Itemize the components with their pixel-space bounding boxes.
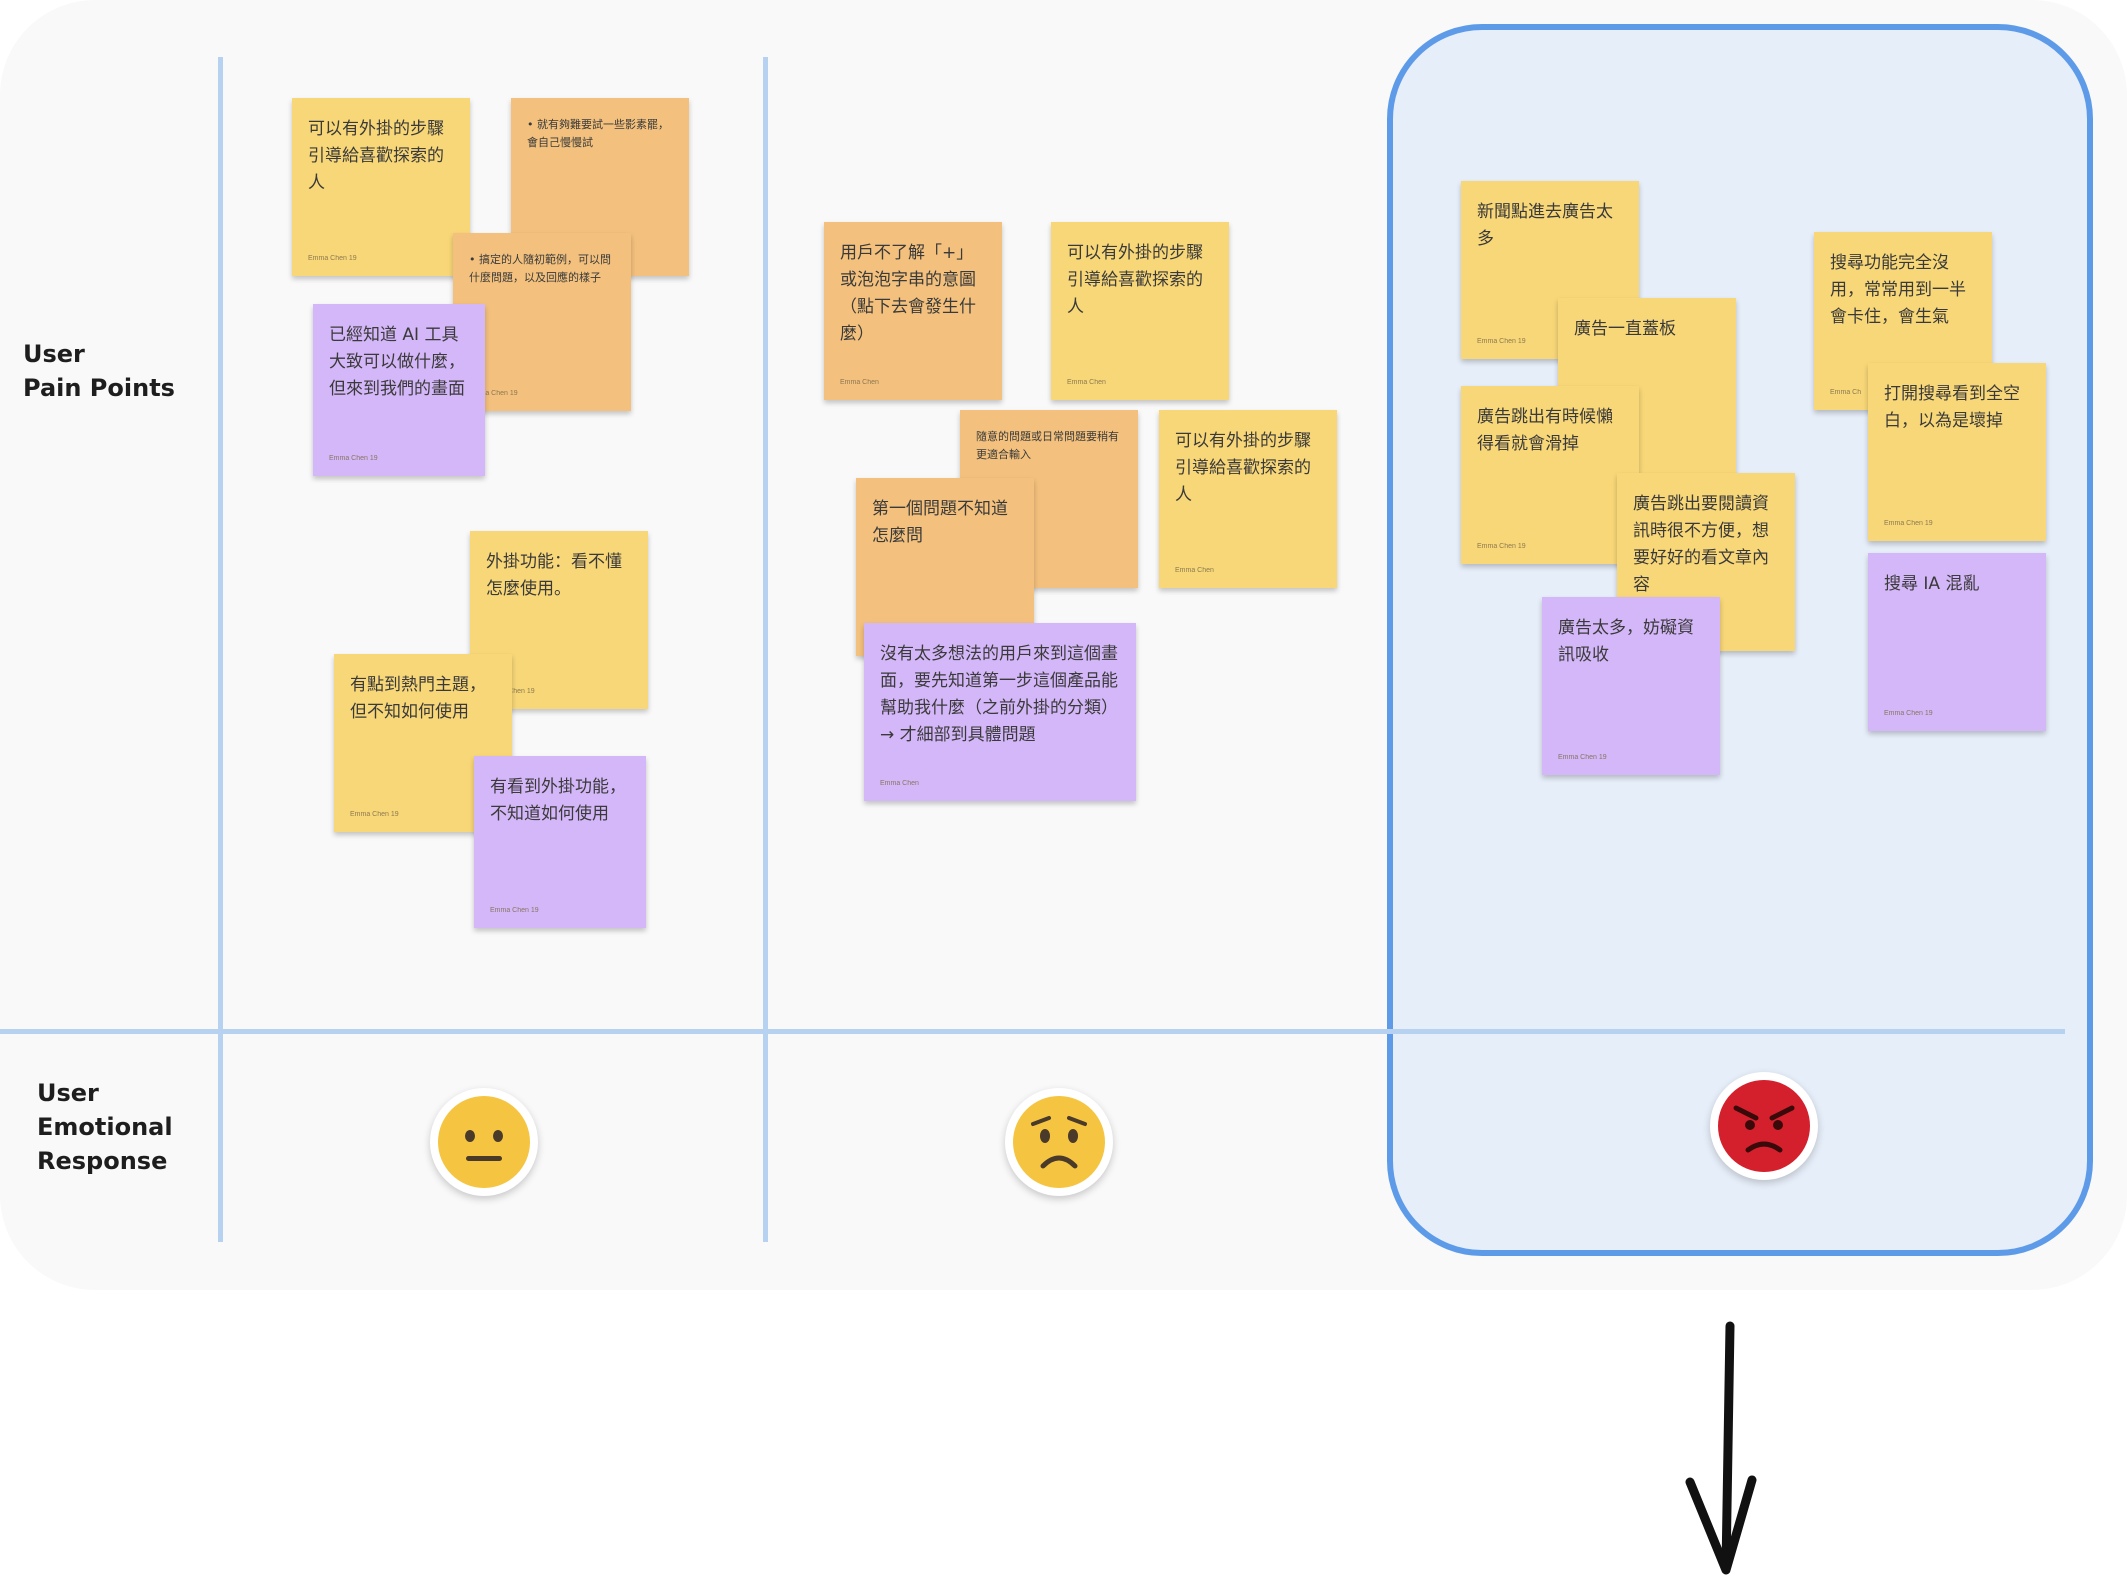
sticky-note-author: Emma Chen 19	[1884, 520, 1933, 527]
sticky-note[interactable]: 沒有太多想法的用戶來到這個畫面，要先知道第一步這個產品能幫助我什麼（之前外掛的分…	[864, 623, 1136, 801]
sticky-note-text: • 就有夠難要試一些影素罷，會自己慢慢試	[527, 118, 669, 149]
sticky-note-author: Emma Chen 19	[1884, 710, 1933, 717]
sticky-note-author: Emma Chen 19	[490, 907, 539, 914]
sticky-note-text: 可以有外掛的步驟引導給喜歡探索的人	[1175, 431, 1311, 505]
sticky-note[interactable]: 有看到外掛功能，不知道如何使用 Emma Chen 19	[474, 756, 646, 928]
sticky-note-author: Emma Chen	[840, 379, 879, 386]
sticky-note-author: Emma Ch	[1830, 389, 1862, 396]
sticky-note[interactable]: 廣告跳出有時候懶得看就會滑掉 Emma Chen 19	[1461, 386, 1639, 564]
sticky-note[interactable]: 用戶不了解「+」或泡泡字串的意圖（點下去會發生什麼） Emma Chen	[824, 222, 1002, 400]
sticky-note-author: Emma Chen 19	[469, 390, 518, 397]
sticky-note-text: 外掛功能：看不懂怎麼使用。	[486, 552, 622, 599]
sticky-note[interactable]: 有點到熱門主題，但不知如何使用 Emma Chen 19	[334, 654, 512, 832]
sticky-note-text: 廣告一直蓋板	[1574, 319, 1676, 339]
column-divider-2	[763, 57, 768, 1242]
row-label-pain-points: User Pain Points	[23, 340, 175, 402]
sticky-note-text: 打開搜尋看到全空白，以為是壞掉	[1884, 384, 2020, 431]
sticky-note-text: 用戶不了解「+」或泡泡字串的意圖（點下去會發生什麼）	[840, 243, 976, 344]
sticky-note-text: 已經知道 AI 工具大致可以做什麼，但來到我們的畫面	[329, 325, 465, 399]
sticky-note-text: • 搞定的人隨初範例，可以問什麼問題，以及回應的樣子	[469, 253, 611, 284]
sticky-note-text: 有看到外掛功能，不知道如何使用	[490, 777, 626, 824]
down-arrow-icon	[1685, 1321, 1757, 1575]
row-label-emotional-response: User Emotional Response	[37, 1079, 173, 1175]
sticky-note-author: Emma Chen 19	[1477, 338, 1526, 345]
sticky-note-author: Emma Chen 19	[1558, 754, 1607, 761]
sticky-note-text: 搜尋 IA 混亂	[1884, 574, 1980, 594]
sticky-note[interactable]: 可以有外掛的步驟引導給喜歡探索的人 Emma Chen 19	[292, 98, 470, 276]
worried-face-icon	[1005, 1088, 1113, 1196]
sticky-note-author: Emma Chen 19	[1477, 543, 1526, 550]
sticky-note-author: Emma Chen	[1175, 567, 1214, 574]
row-divider	[0, 1029, 2065, 1034]
sticky-note-text: 廣告跳出要閱讀資訊時很不方便，想要好好的看文章內容	[1633, 494, 1769, 595]
sticky-note-text: 有點到熱門主題，但不知如何使用	[350, 675, 486, 722]
sticky-note-text: 廣告跳出有時候懶得看就會滑掉	[1477, 407, 1613, 454]
sticky-note-text: 可以有外掛的步驟引導給喜歡探索的人	[1067, 243, 1203, 317]
sticky-note-text: 第一個問題不知道怎麼問	[872, 499, 1008, 546]
sticky-note-text: 搜尋功能完全沒用，常常用到一半會卡住，會生氣	[1830, 253, 1966, 327]
sticky-note-text: 新聞點進去廣告太多	[1477, 202, 1613, 249]
sticky-note-text: 沒有太多想法的用戶來到這個畫面，要先知道第一步這個產品能幫助我什麼（之前外掛的分…	[880, 644, 1118, 745]
angry-face-icon	[1710, 1072, 1818, 1180]
neutral-face-icon	[430, 1088, 538, 1196]
sticky-note-text: 廣告太多，妨礙資訊吸收	[1558, 618, 1694, 665]
sticky-note-text: 可以有外掛的步驟引導給喜歡探索的人	[308, 119, 444, 193]
sticky-note-author: Emma Chen 19	[350, 811, 399, 818]
sticky-note-author: Emma Chen	[1067, 379, 1106, 386]
column-divider-1	[218, 57, 223, 1242]
sticky-note[interactable]: 廣告太多，妨礙資訊吸收 Emma Chen 19	[1542, 597, 1720, 775]
sticky-note-author: Emma Chen 19	[308, 255, 357, 262]
sticky-note-author: Emma Chen	[880, 780, 919, 787]
sticky-note[interactable]: 可以有外掛的步驟引導給喜歡探索的人 Emma Chen	[1159, 410, 1337, 588]
sticky-note[interactable]: 搜尋 IA 混亂 Emma Chen 19	[1868, 553, 2046, 731]
sticky-note-author: Emma Chen 19	[329, 455, 378, 462]
sticky-note[interactable]: 可以有外掛的步驟引導給喜歡探索的人 Emma Chen	[1051, 222, 1229, 400]
sticky-note-text: 隨意的問題或日常問題要稍有更適合輸入	[976, 430, 1119, 461]
sticky-note[interactable]: 已經知道 AI 工具大致可以做什麼，但來到我們的畫面 Emma Chen 19	[313, 304, 485, 476]
sticky-note[interactable]: 打開搜尋看到全空白，以為是壞掉 Emma Chen 19	[1868, 363, 2046, 541]
